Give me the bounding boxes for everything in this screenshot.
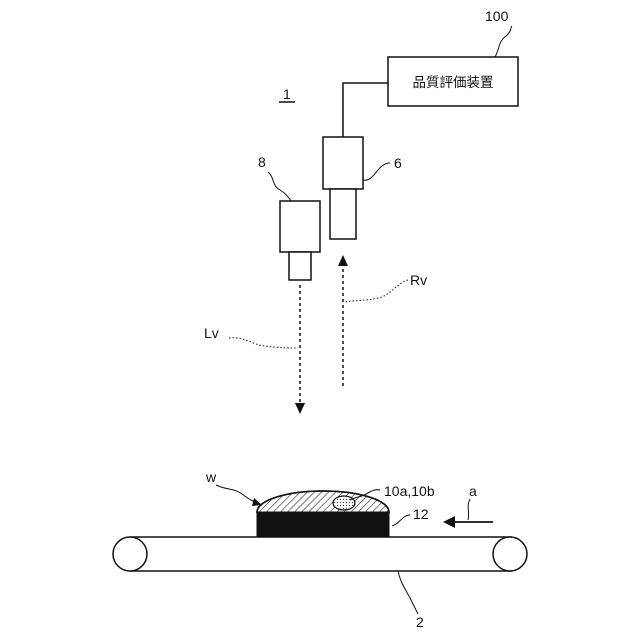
conveyor-leader-line: [398, 571, 418, 614]
reflected-light-arrowhead: [338, 255, 348, 266]
signal-cable: [343, 83, 388, 137]
camera-leader-line: [363, 163, 390, 180]
emitted-light-leader: [229, 338, 298, 348]
defect-spot-texture: [334, 497, 354, 509]
reflected-light-label: Rv: [410, 272, 427, 288]
base-ref-label: 12: [413, 506, 429, 522]
left-roller: [113, 537, 147, 571]
direction-leader-line: [468, 499, 470, 520]
camera: [323, 137, 363, 239]
conveyor-ref-label: 2: [416, 614, 424, 630]
direction-ref-label: a: [469, 483, 477, 499]
light-leader-line: [268, 172, 291, 201]
light-nozzle: [289, 252, 311, 280]
conveyor: [113, 537, 527, 571]
direction-arrowhead: [443, 516, 455, 528]
workpiece-ref-label: w: [205, 469, 217, 485]
evaluator-ref-label: 100: [485, 8, 509, 24]
quality-evaluation-device: 品質評価装置: [388, 57, 518, 106]
camera-ref-label: 6: [394, 155, 402, 171]
camera-body: [323, 137, 363, 189]
light-ref-label: 8: [258, 154, 266, 170]
defect-ref-label: 10a,10b: [384, 483, 435, 499]
camera-lens: [330, 189, 356, 239]
reflected-light-leader: [345, 280, 408, 302]
emitted-light-label: Lv: [204, 325, 219, 341]
base-leader-line: [392, 515, 410, 526]
evaluator-text: 品質評価装置: [413, 75, 494, 91]
workpiece: [257, 491, 389, 536]
emitted-light-arrowhead: [295, 403, 305, 414]
light-body: [280, 201, 320, 252]
workpiece-leader-arrowhead: [252, 498, 262, 506]
system-ref-label: 1: [283, 86, 291, 102]
evaluator-leader-line: [495, 26, 512, 57]
light-source: [280, 201, 320, 280]
right-roller: [493, 537, 527, 571]
